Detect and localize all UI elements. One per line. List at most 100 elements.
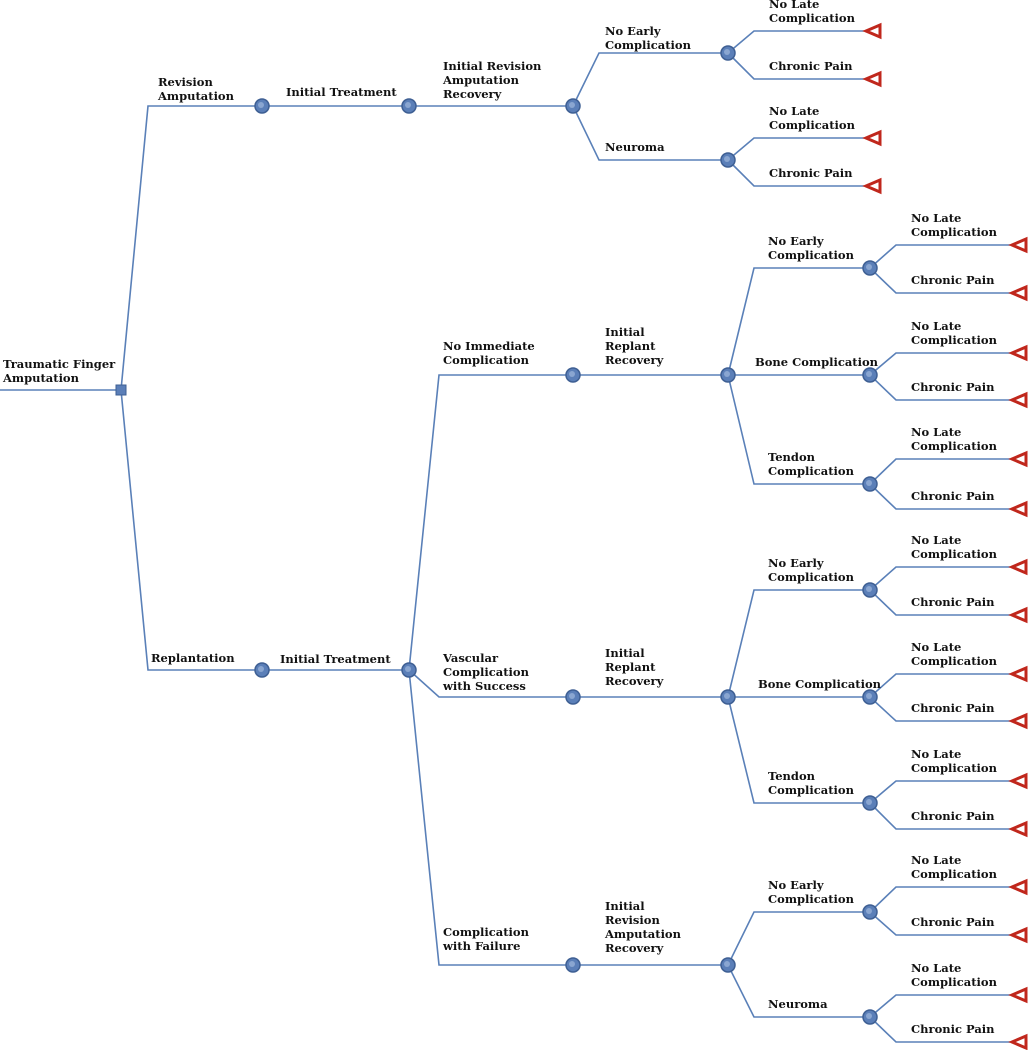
replantation-chance-1[interactable]: [254, 662, 270, 678]
replantation-chance-2[interactable]: [401, 662, 417, 678]
ni-tendon-terminal-chronic[interactable]: [1008, 500, 1028, 518]
decision-node[interactable]: [115, 384, 127, 396]
cf-no-early-chance[interactable]: [862, 904, 878, 920]
ni-no-early-chronic-label: Chronic Pain: [911, 273, 995, 287]
vs-tendon-chance[interactable]: [862, 795, 878, 811]
edge-no-immediate: [408, 374, 573, 671]
revision-no-early-terminal-no-late[interactable]: [862, 22, 882, 40]
revision-neuroma-label: Neuroma: [605, 140, 665, 154]
cf-neuroma-edge-chronic: [869, 1016, 1010, 1043]
ni-no-early-edge-chronic: [869, 267, 1010, 294]
tree-edges: [0, 30, 1010, 1043]
vs-bone-edge-chronic: [869, 696, 1010, 722]
no-immediate-chance[interactable]: [565, 367, 581, 383]
vs-no-early-terminal-no-late[interactable]: [1008, 558, 1028, 576]
vs-tendon-terminal-chronic[interactable]: [1008, 820, 1028, 838]
revision-no-early-chronic-label: Chronic Pain: [769, 59, 853, 73]
cf-no-early-terminal-chronic[interactable]: [1008, 926, 1028, 944]
cf-neuroma-chronic-label: Chronic Pain: [911, 1022, 995, 1036]
revision-neuroma-terminal-chronic[interactable]: [862, 177, 882, 195]
vs-no-early-terminal-chronic[interactable]: [1008, 606, 1028, 624]
revision-no-early-terminal-chronic[interactable]: [862, 70, 882, 88]
ni-edge-tendon: [727, 374, 870, 485]
cf-no-early-terminal-no-late[interactable]: [1008, 878, 1028, 896]
cf-edge-no-early: [727, 911, 870, 966]
vascular-recovery-chance[interactable]: [720, 689, 736, 705]
edge-replantation: [120, 389, 262, 671]
vs-tendon-edge-chronic: [869, 802, 1010, 830]
vs-tendon-chronic-label: Chronic Pain: [911, 809, 995, 823]
cf-no-early-chronic-label: Chronic Pain: [911, 915, 995, 929]
revision-no-early-edge-no-late: [727, 30, 864, 54]
cf-neuroma-edge-no-late: [869, 994, 1010, 1018]
ni-no-early-terminal-chronic[interactable]: [1008, 284, 1028, 302]
revision-neuroma-chance[interactable]: [720, 152, 736, 168]
vs-bone-terminal-no-late[interactable]: [1008, 665, 1028, 683]
edge-vascular-success: [408, 669, 573, 698]
cf-neuroma-label: Neuroma: [768, 997, 828, 1011]
revision-neuroma-edge-chronic: [727, 159, 864, 187]
ni-tendon-chronic-label: Chronic Pain: [911, 489, 995, 503]
cf-neuroma-terminal-no-late[interactable]: [1008, 986, 1028, 1004]
ni-edge-no-early: [727, 267, 870, 376]
revision-no-early-chance[interactable]: [720, 45, 736, 61]
ni-bone-chance[interactable]: [862, 367, 878, 383]
ni-no-early-terminal-no-late[interactable]: [1008, 236, 1028, 254]
vs-no-early-chronic-label: Chronic Pain: [911, 595, 995, 609]
ni-no-early-edge-no-late: [869, 244, 1010, 269]
cf-neuroma-terminal-chronic[interactable]: [1008, 1033, 1028, 1050]
vs-bone-edge-no-late: [869, 673, 1010, 698]
vs-bone-chance[interactable]: [862, 689, 878, 705]
revision-initial-label: Initial Treatment: [286, 85, 397, 99]
revision-chance-1[interactable]: [254, 98, 270, 114]
revision-no-early-edge-chronic: [727, 52, 864, 80]
vs-no-early-edge-no-late: [869, 566, 1010, 591]
revision-neuroma-chronic-label: Chronic Pain: [769, 166, 853, 180]
revision-neuroma-edge-no-late: [727, 137, 864, 161]
failure-chance[interactable]: [565, 957, 581, 973]
ni-bone-terminal-no-late[interactable]: [1008, 344, 1028, 362]
revision-chance-2[interactable]: [401, 98, 417, 114]
vs-bone-terminal-chronic[interactable]: [1008, 712, 1028, 730]
edge-revision-neuroma: [572, 105, 728, 161]
vs-bone-label: Bone Complication: [758, 677, 882, 691]
ni-tendon-edge-no-late: [869, 458, 1010, 485]
vs-tendon-edge-no-late: [869, 780, 1010, 804]
ni-bone-edge-no-late: [869, 352, 1010, 376]
vascular-success-chance[interactable]: [565, 689, 581, 705]
ni-no-early-chance[interactable]: [862, 260, 878, 276]
ni-tendon-terminal-no-late[interactable]: [1008, 450, 1028, 468]
no-immediate-recovery-chance[interactable]: [720, 367, 736, 383]
ni-bone-terminal-chronic[interactable]: [1008, 391, 1028, 409]
vs-no-early-edge-chronic: [869, 589, 1010, 616]
vs-tendon-terminal-no-late[interactable]: [1008, 772, 1028, 790]
tree-nodes: [115, 22, 1028, 1050]
revision-chance-3[interactable]: [565, 98, 581, 114]
ni-tendon-chance[interactable]: [862, 476, 878, 492]
failure-recovery-chance[interactable]: [720, 957, 736, 973]
cf-neuroma-chance[interactable]: [862, 1009, 878, 1025]
vs-bone-chronic-label: Chronic Pain: [911, 701, 995, 715]
vs-edge-no-early: [727, 589, 870, 698]
vs-no-early-chance[interactable]: [862, 582, 878, 598]
revision-neuroma-terminal-no-late[interactable]: [862, 129, 882, 147]
